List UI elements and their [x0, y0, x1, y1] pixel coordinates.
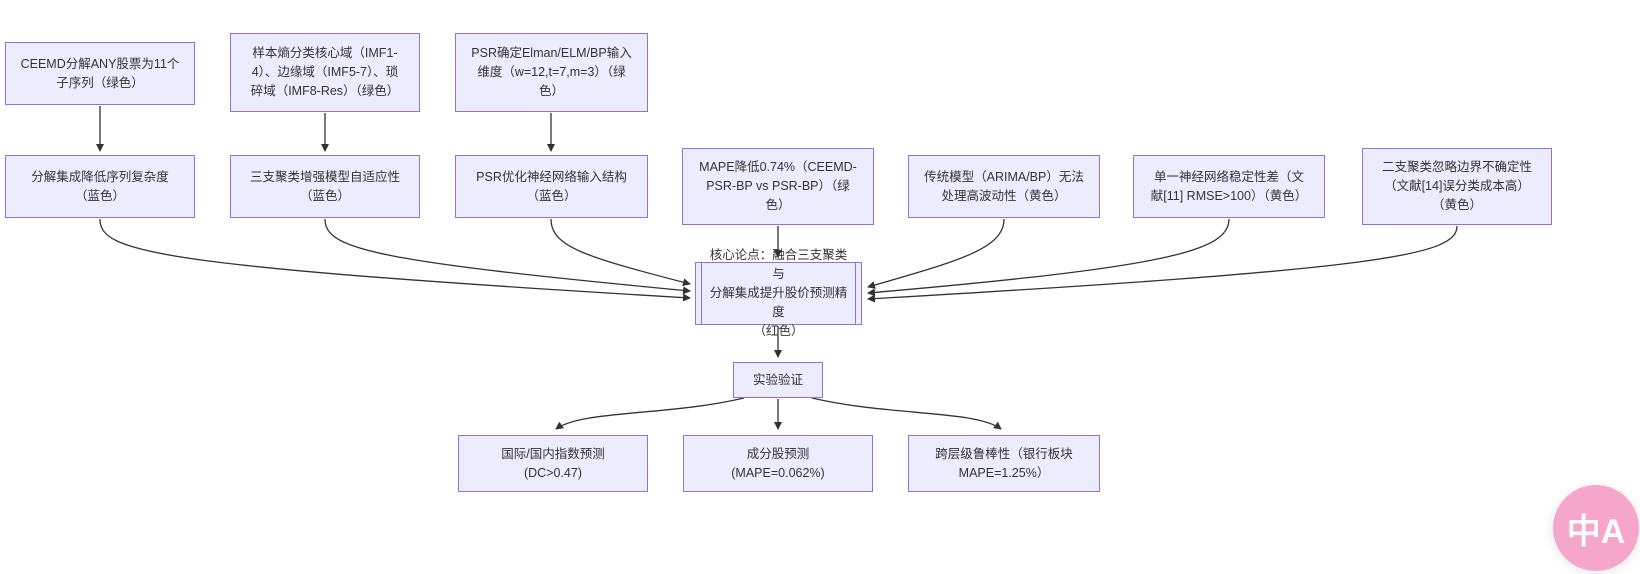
node-single-nn-instability: 单一神经网络稳定性差（文 献[11] RMSE>100）（黄色）: [1133, 155, 1325, 218]
node-sample-entropy-domains: 样本熵分类核心域（IMF1- 4）、边缘域（IMF5-7）、琐 碎域（IMF8-…: [230, 33, 420, 112]
edge-verify-index: [555, 397, 745, 430]
node-mape-improvement: MAPE降低0.74%（CEEMD- PSR-BP vs PSR-BP）（绿 色…: [682, 148, 874, 225]
edge-threeway-core: [324, 218, 691, 295]
node-core-thesis: 核心论点：融合三支聚类与 分解集成提升股价预测精度 （红色）: [695, 248, 862, 338]
edge-twoway-core: [867, 225, 1458, 303]
edge-verify-robust: [811, 397, 1002, 430]
node-psr-optimization: PSR优化神经网络输入结构 （蓝色）: [455, 155, 648, 218]
edge-arima-core: [867, 218, 1005, 289]
node-experimental-validation: 实验验证: [733, 362, 823, 398]
translate-badge-icon[interactable]: 中A: [1553, 485, 1639, 571]
node-psr-input-dimension: PSR确定Elman/ELM/BP输入 维度（w=12,t=7,m=3）（绿 色…: [455, 33, 648, 112]
edge-psropt-core: [550, 218, 691, 287]
edge-decomp-core: [99, 218, 691, 302]
node-three-way-clustering: 三支聚类增强模型自适应性 （蓝色）: [230, 155, 420, 218]
node-two-way-clustering-limit: 二支聚类忽略边界不确定性 （文献[14]误分类成本高） （黄色）: [1362, 148, 1552, 225]
node-traditional-model-limit: 传统模型（ARIMA/BP）无法 处理高波动性（黄色）: [908, 155, 1100, 218]
node-cross-level-robustness: 跨层级鲁棒性（银行板块 MAPE=1.25%）: [908, 435, 1100, 492]
node-decomposition-complexity: 分解集成降低序列复杂度 （蓝色）: [5, 155, 195, 218]
node-ceemd-decomposition: CEEMD分解ANY股票为11个 子序列（绿色）: [5, 42, 195, 105]
node-index-prediction: 国际/国内指数预测 (DC>0.47): [458, 435, 648, 492]
node-constituent-stock-prediction: 成分股预测 (MAPE=0.062%): [683, 435, 873, 492]
edge-singlenn-core: [867, 218, 1230, 297]
